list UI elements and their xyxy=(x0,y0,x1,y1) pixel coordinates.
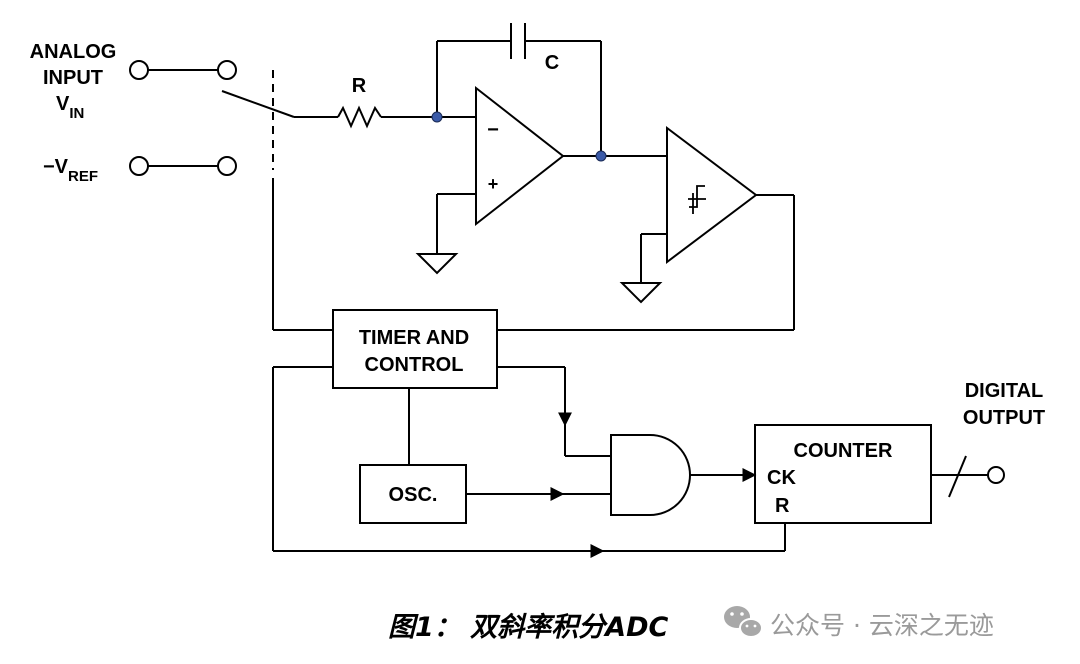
counter-label: COUNTER xyxy=(794,440,893,462)
wechat-icon xyxy=(724,606,763,638)
junction-dot-output xyxy=(595,150,607,162)
digital-output-label-2: OUTPUT xyxy=(963,407,1045,429)
analog-input-terminal xyxy=(129,60,149,80)
timer-control-block xyxy=(332,309,498,389)
resistor-label: R xyxy=(352,75,367,97)
timer-label-line2: CONTROL xyxy=(365,354,464,376)
analog-input-switch-contact xyxy=(217,60,237,80)
timer-label-line1: TIMER AND xyxy=(359,327,469,349)
integrator-opamp xyxy=(475,85,565,227)
figure-caption: 图1： 双斜率积分ADC xyxy=(388,612,668,643)
and-gate xyxy=(610,434,691,516)
inverting-input-label: − xyxy=(487,119,499,141)
integrator-ground-symbol xyxy=(415,253,459,275)
vref-label: −VREF xyxy=(43,156,98,185)
counter-ck-label: CK xyxy=(767,467,796,489)
hysteresis-symbol xyxy=(688,185,706,214)
capacitor-label: C xyxy=(545,52,559,74)
switch-arm xyxy=(221,90,295,118)
junction-dot-inverting xyxy=(431,111,443,123)
analog-input-label-2: INPUT xyxy=(43,67,103,89)
digital-output-terminal xyxy=(987,466,1005,484)
vin-label: VIN xyxy=(56,93,84,122)
watermark-text: 公众号 · 云深之无迹 xyxy=(770,611,994,640)
osc-label: OSC. xyxy=(389,484,438,506)
bus-slash xyxy=(948,455,967,498)
resistor xyxy=(337,105,382,129)
digital-output-label: DIGITAL xyxy=(965,380,1044,402)
noninverting-input-label: + xyxy=(488,174,499,194)
vref-terminal xyxy=(129,156,149,176)
vref-switch-contact xyxy=(217,156,237,176)
analog-input-label: ANALOG xyxy=(30,41,117,63)
comparator xyxy=(666,125,758,265)
comparator-ground-symbol xyxy=(619,282,663,304)
counter-r-label: R xyxy=(775,495,790,517)
